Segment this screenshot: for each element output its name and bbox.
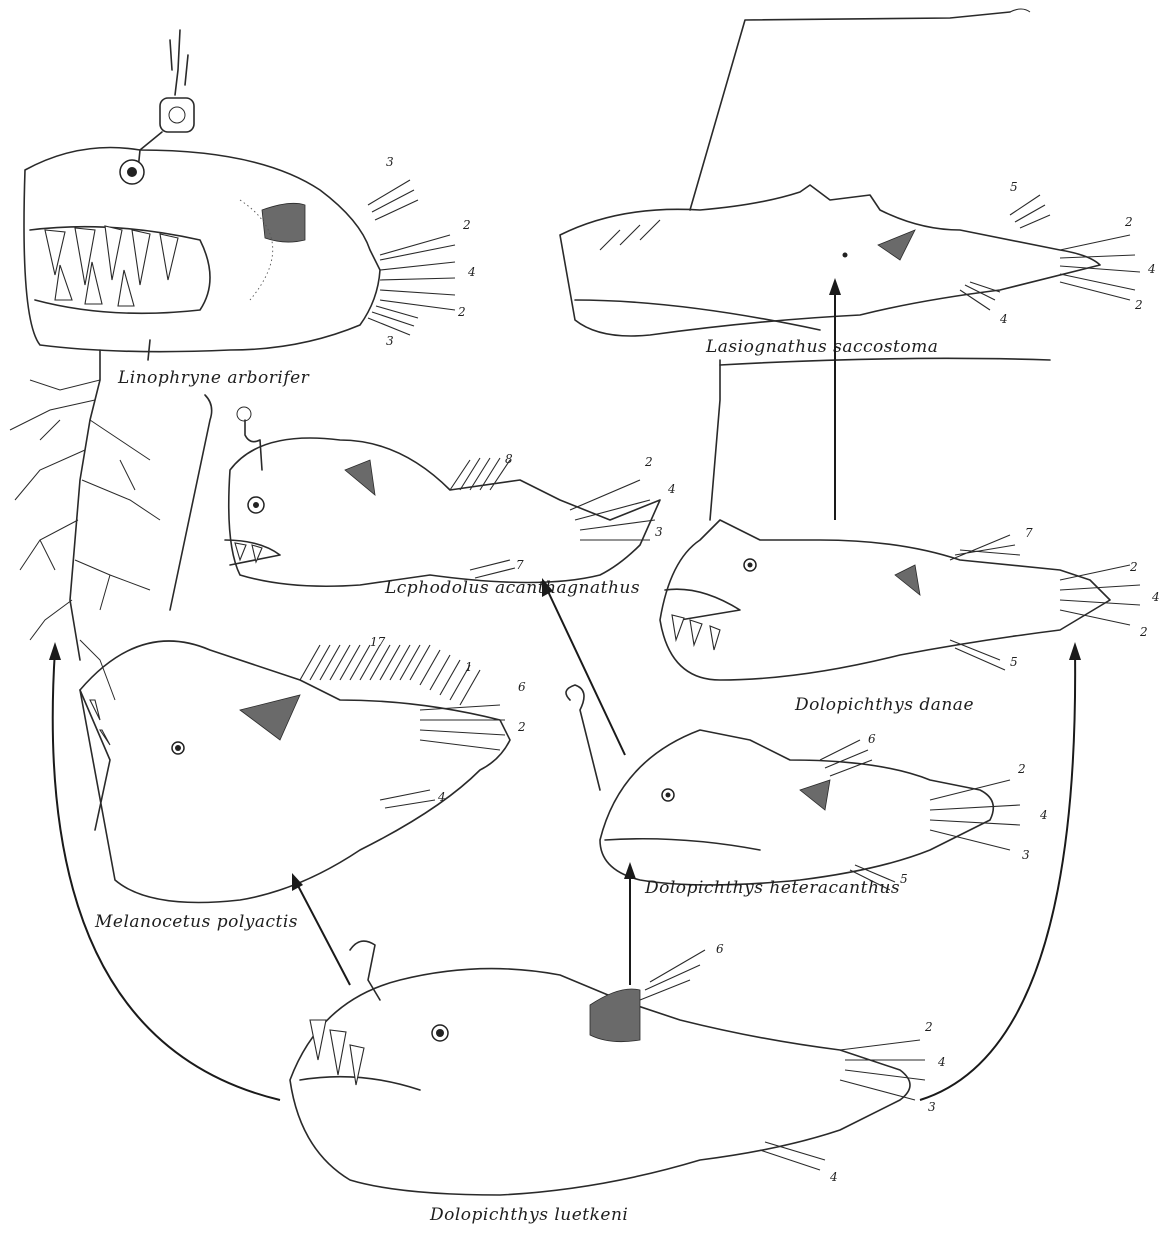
count-lophodolus-caudal-top: 2: [645, 455, 653, 469]
count-luetkeni-caudal-top: 2: [925, 1020, 933, 1034]
count-luetkeni-caudal-mid: 4: [938, 1055, 946, 1069]
count-melanocetus-dorsal: 17: [370, 635, 385, 649]
fish-lophodolus: [225, 407, 660, 586]
count-danae-caudal-top: 2: [1130, 560, 1138, 574]
count-lophodolus-anal: 7: [516, 558, 524, 572]
count-melanocetus-caudal-mid: 6: [518, 680, 526, 694]
count-melanocetus-caudal-bottom: 2: [518, 720, 526, 734]
count-danae-anal: 5: [1010, 655, 1018, 669]
count-danae-dorsal: 7: [1025, 526, 1033, 540]
count-heteracanthus-caudal-top: 2: [1018, 762, 1026, 776]
fish-danae: [660, 358, 1140, 680]
count-lasiognathus-caudal-bottom: 2: [1135, 298, 1143, 312]
label-linophryne: Linophryne arborifer: [118, 368, 309, 388]
count-lophodolus-dorsal: 8: [505, 452, 513, 466]
count-lophodolus-caudal-bottom: 3: [655, 525, 663, 539]
count-heteracanthus-anal: 5: [900, 872, 908, 886]
count-linophryne-dorsal: 3: [386, 155, 394, 169]
count-melanocetus-anal: 4: [438, 790, 446, 804]
fish-luetkeni: [290, 941, 925, 1195]
count-lasiognathus-dorsal: 5: [1010, 180, 1018, 194]
label-danae: Dolopichthys danae: [795, 695, 974, 715]
count-luetkeni-anal: 4: [830, 1170, 838, 1184]
count-linophryne-caudal-mid: 4: [468, 265, 476, 279]
count-lasiognathus-anal: 4: [1000, 312, 1008, 326]
fish-linophryne: [10, 30, 455, 700]
label-luetkeni: Dolopichthys luetkeni: [430, 1205, 628, 1225]
label-melanocetus: Melanocetus polyactis: [95, 912, 298, 932]
count-lasiognathus-caudal-mid: 4: [1148, 262, 1156, 276]
label-heteracanthus: Dolopichthys heteracanthus: [645, 878, 900, 898]
count-linophryne-caudal-bottom: 2: [458, 305, 466, 319]
fish-lasiognathus: [560, 9, 1140, 336]
arrow-luetkeni-to-linophryne: [53, 650, 280, 1100]
fish-heteracanthus: [566, 685, 1020, 890]
count-heteracanthus-dorsal: 6: [868, 732, 876, 746]
count-heteracanthus-caudal-mid: 4: [1040, 808, 1048, 822]
count-heteracanthus-caudal-bottom: 3: [1022, 848, 1030, 862]
count-danae-caudal-mid: 4: [1152, 590, 1160, 604]
label-lophodolus: Lcphodolus acanthagnathus: [385, 578, 640, 598]
fish-melanocetus: [80, 395, 510, 903]
count-lophodolus-caudal-mid: 4: [668, 482, 676, 496]
label-lasiognathus: Lasiognathus saccostoma: [706, 337, 938, 357]
count-lasiognathus-caudal-top: 2: [1125, 215, 1133, 229]
arrow-luetkeni-to-melanocetus: [295, 880, 350, 985]
count-danae-caudal-bottom: 2: [1140, 625, 1148, 639]
count-linophryne-caudal-top: 2: [463, 218, 471, 232]
count-luetkeni-caudal-bottom: 3: [928, 1100, 936, 1114]
arrow-luetkeni-to-danae: [920, 650, 1075, 1100]
count-melanocetus-caudal-top: 1: [465, 660, 473, 674]
count-linophryne-anal: 3: [386, 334, 394, 348]
count-luetkeni-dorsal: 6: [716, 942, 724, 956]
